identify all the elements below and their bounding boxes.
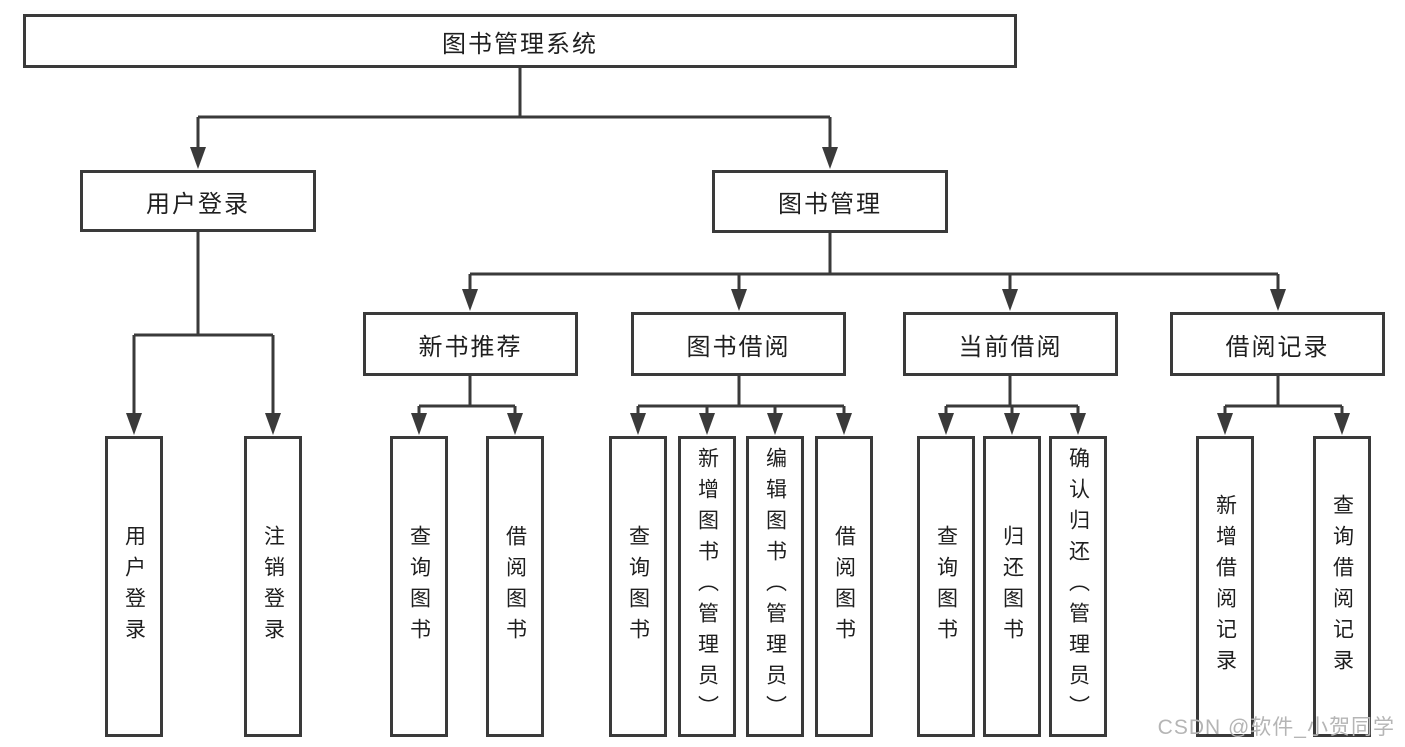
leaf-return-books: 归还图书	[983, 436, 1041, 737]
node-book-borrow: 图书借阅	[631, 312, 846, 376]
leaf-add-borrow-record-label: 新增借阅记录	[1213, 493, 1237, 680]
leaf-logout-label: 注销登录	[261, 524, 285, 649]
leaf-edit-books-admin: 编辑图书（管理员）	[746, 436, 804, 737]
leaf-add-borrow-record: 新增借阅记录	[1196, 436, 1254, 737]
arrowheads	[126, 147, 1350, 435]
leaf-borrow-books-label: 借阅图书	[832, 524, 856, 649]
leaf-edit-books-admin-label: 编辑图书（管理员）	[763, 447, 787, 726]
node-library-management-system: 图书管理系统	[23, 14, 1017, 68]
leaf-query-books-recommend: 查询图书	[390, 436, 448, 737]
leaf-query-books-recommend-label: 查询图书	[407, 524, 431, 649]
leaf-query-books-current-label: 查询图书	[934, 524, 958, 649]
leaf-borrow-books-recommend-label: 借阅图书	[503, 524, 527, 649]
leaf-user-login-label: 用户登录	[122, 524, 146, 649]
leaf-add-books-admin-label: 新增图书（管理员）	[695, 447, 719, 726]
leaf-user-login: 用户登录	[105, 436, 163, 737]
leaf-query-books-current: 查询图书	[917, 436, 975, 737]
leaf-borrow-books-recommend: 借阅图书	[486, 436, 544, 737]
node-user-login: 用户登录	[80, 170, 316, 232]
leaf-add-books-admin: 新增图书（管理员）	[678, 436, 736, 737]
leaf-confirm-return-admin: 确认归还（管理员）	[1049, 436, 1107, 737]
node-borrow-records: 借阅记录	[1170, 312, 1385, 376]
leaf-logout: 注销登录	[244, 436, 302, 737]
leaf-return-books-label: 归还图书	[1000, 524, 1024, 649]
node-current-borrow: 当前借阅	[903, 312, 1118, 376]
csdn-watermark: CSDN @软件_小贺同学	[1157, 716, 1395, 739]
leaf-confirm-return-admin-label: 确认归还（管理员）	[1066, 447, 1090, 726]
leaf-borrow-books: 借阅图书	[815, 436, 873, 737]
leaf-query-borrow-record-label: 查询借阅记录	[1330, 493, 1354, 680]
leaf-query-books-borrow-label: 查询图书	[626, 524, 650, 649]
node-book-management: 图书管理	[712, 170, 948, 233]
leaf-query-books-borrow: 查询图书	[609, 436, 667, 737]
leaf-query-borrow-record: 查询借阅记录	[1313, 436, 1371, 737]
node-new-book-recommend: 新书推荐	[363, 312, 578, 376]
